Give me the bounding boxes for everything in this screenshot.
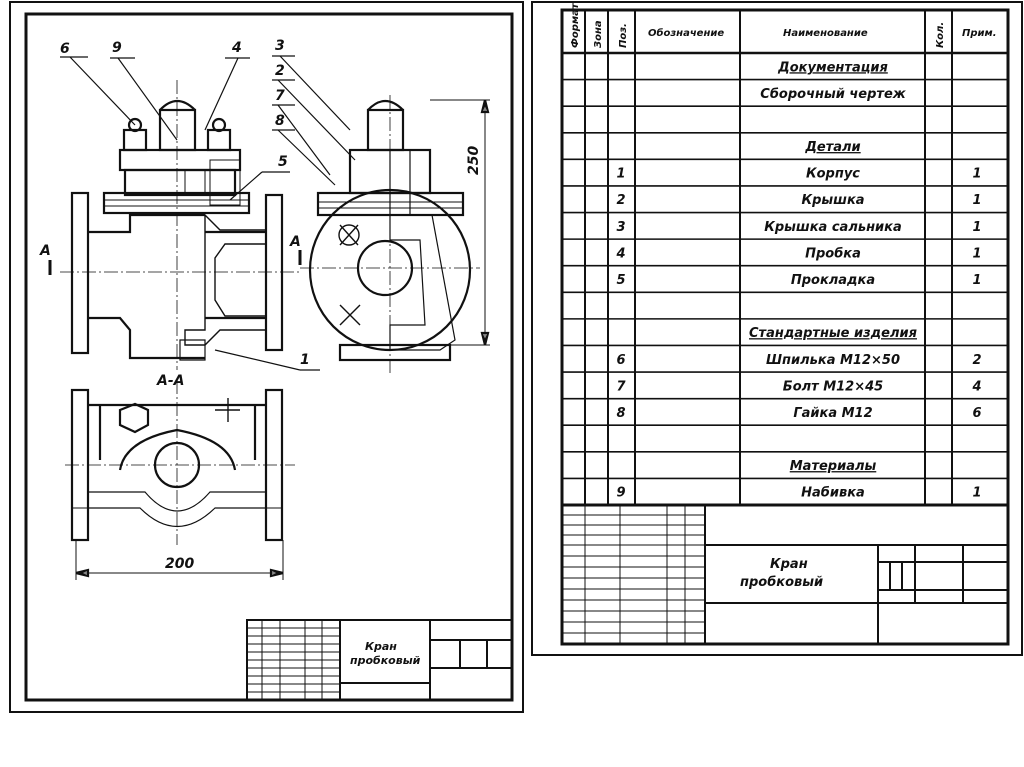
header-designation: Обозначение (648, 27, 724, 39)
leader-lines (60, 55, 356, 371)
spec-title-name-line2: пробковый (740, 575, 823, 590)
spec-qty: 6 (972, 406, 981, 421)
spec-qty: 1 (972, 246, 981, 261)
part-label-4: 4 (231, 40, 242, 56)
spec-qty: 4 (971, 379, 981, 394)
header-qty: Кол. (935, 22, 946, 48)
spec-name: Стандартные изделия (749, 326, 917, 341)
spec-name: Прокладка (791, 273, 875, 288)
spec-name: Сборочный чертеж (760, 87, 906, 102)
part-label-2: 2 (275, 63, 285, 79)
header-zone: Зона (593, 20, 604, 48)
header-name: Наименование (783, 28, 868, 39)
part-label-1: 1 (300, 352, 310, 368)
spec-qty: 1 (972, 193, 981, 208)
dimension-width: 200 (165, 556, 194, 572)
part-label-6: 6 (60, 41, 70, 57)
front-view (48, 80, 302, 370)
spec-pos: 8 (616, 406, 625, 421)
left-title-block (246, 619, 513, 701)
spec-pos: 5 (616, 273, 625, 288)
spec-pos: 1 (616, 167, 625, 182)
spec-name: Шпилька М12×50 (766, 353, 900, 368)
spec-qty: 1 (972, 220, 981, 235)
spec-title-block (562, 505, 1008, 644)
spec-name: Крышка (801, 193, 864, 208)
section-label: А-А (156, 373, 184, 389)
drawing-labels: 6 9 4 3 2 7 8 5 1 А А А-А 200 250 Кран п… (39, 38, 482, 667)
spec-title-name-line1: Кран (770, 557, 808, 572)
left-title-name-line2: пробковый (350, 654, 421, 667)
header-pos: Поз. (618, 23, 629, 48)
spec-pos: 3 (616, 220, 625, 235)
spec-header: Формат Зона Поз. Обозначение Наименовани… (570, 2, 997, 48)
spec-qty: 1 (972, 273, 981, 288)
spec-pos: 2 (616, 193, 625, 208)
assembly-drawing-sheet (9, 1, 524, 713)
spec-name: Крышка сальника (764, 220, 902, 235)
header-note: Прим. (962, 28, 997, 39)
spec-qty: 2 (972, 353, 981, 368)
spec-pos: 9 (616, 486, 625, 501)
spec-name: Болт М12×45 (783, 379, 883, 394)
spec-name: Корпус (806, 167, 860, 182)
part-label-5: 5 (278, 154, 288, 170)
spec-pos: 6 (616, 353, 625, 368)
spec-name: Детали (804, 140, 860, 155)
specification-sheet (531, 1, 1023, 656)
spec-name: Гайка М12 (793, 406, 872, 421)
spec-name: Пробка (805, 246, 861, 261)
spec-qty: 1 (972, 486, 981, 501)
side-view (300, 95, 490, 375)
part-label-8: 8 (275, 113, 285, 129)
section-a-a-view (65, 380, 295, 580)
header-format: Формат (570, 2, 581, 48)
spec-qty: 1 (972, 167, 981, 182)
spec-pos: 4 (615, 246, 625, 261)
part-label-7: 7 (275, 88, 285, 104)
cut-label-left: А (39, 243, 51, 259)
left-title-name-line1: Кран (365, 640, 397, 653)
spec-name: Набивка (801, 486, 865, 501)
spec-name: Материалы (790, 459, 877, 474)
spec-name: Документация (777, 60, 888, 75)
dimension-height: 250 (466, 146, 482, 175)
part-label-9: 9 (112, 40, 122, 56)
part-label-3: 3 (275, 38, 285, 54)
spec-pos: 7 (616, 379, 626, 394)
cut-label-right: А (289, 234, 301, 250)
